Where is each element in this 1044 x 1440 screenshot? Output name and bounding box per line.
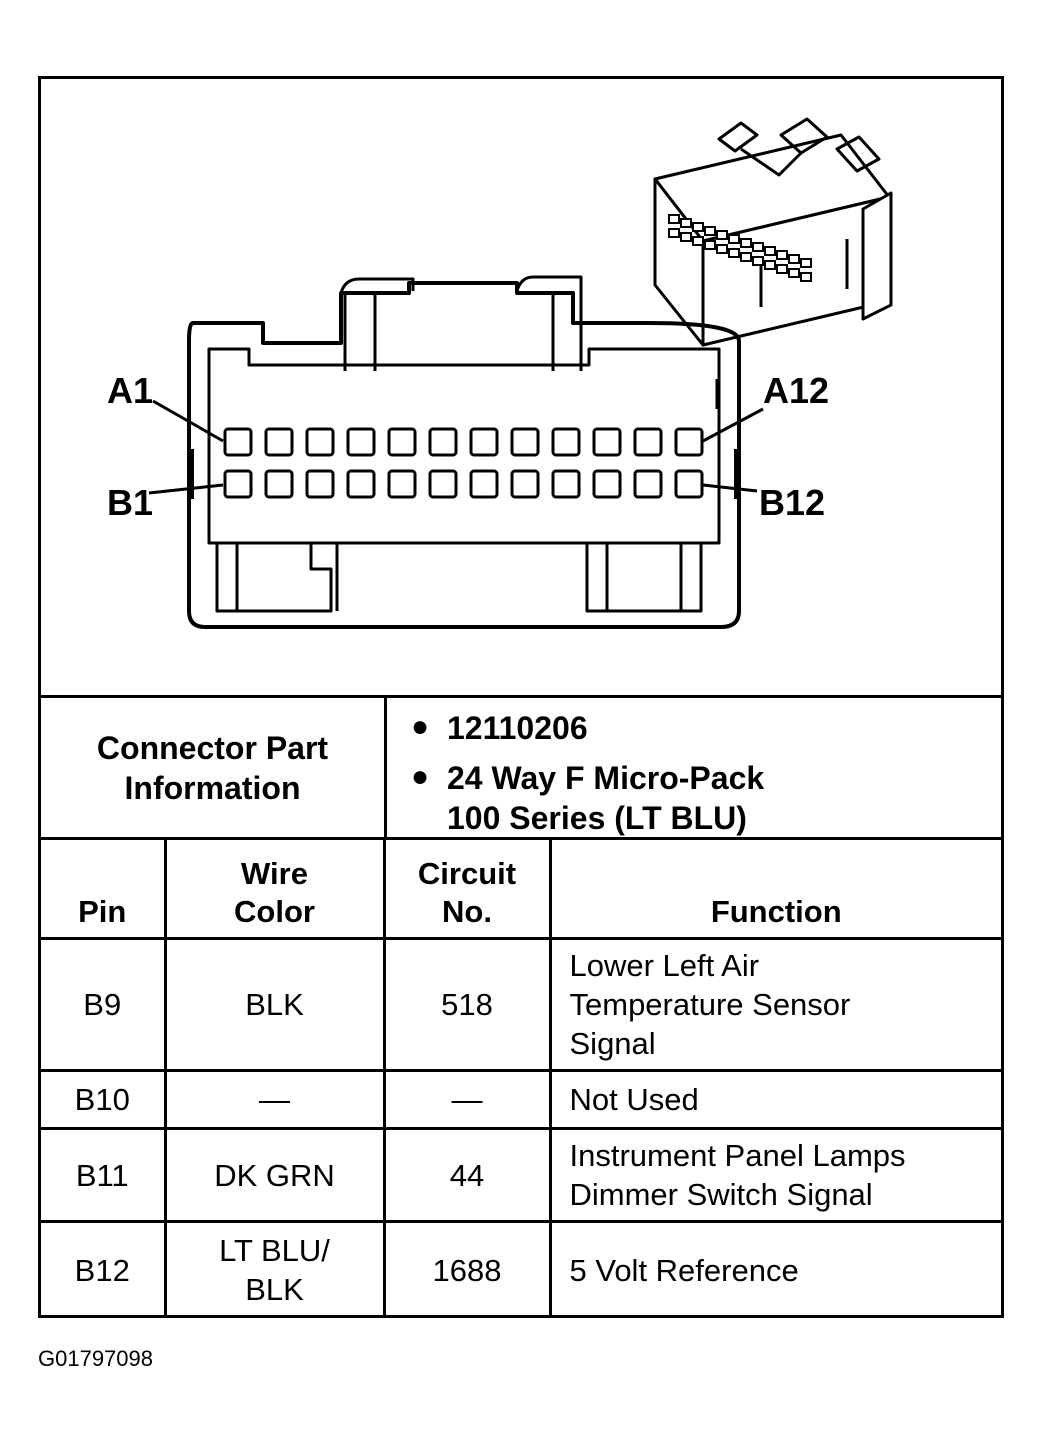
pin-table: Pin Wire Color Circuit No. Function B9 B… xyxy=(41,840,1001,1318)
part-number: 12110206 xyxy=(447,710,588,746)
wire-color-cell: LT BLU/ BLK xyxy=(163,1220,386,1318)
pin-leader-lines xyxy=(148,399,764,495)
pin-cavities-row-a xyxy=(223,427,704,457)
function-cell: Lower Left Air Temperature Sensor Signal xyxy=(548,937,1001,1072)
pin-label-b12: B12 xyxy=(759,482,826,523)
wire-color-cell: DK GRN xyxy=(163,1127,386,1223)
connector-face xyxy=(187,275,741,629)
diagram-frame: A1 A12 B1 B12 Connector Part Information… xyxy=(38,76,1004,1318)
header-wire-color: Wire Color xyxy=(163,840,386,940)
description-line: ● 24 Way F Micro-Pack xyxy=(411,760,765,797)
pin-label-a12: A12 xyxy=(763,370,830,411)
figure-id: G01797098 xyxy=(38,1346,153,1371)
pin-cell: B9 xyxy=(41,937,167,1072)
table-row: B9 BLK 518 Lower Left Air Temperature Se… xyxy=(41,937,1001,1072)
description-line1: 24 Way F Micro-Pack xyxy=(447,760,765,796)
pin-table-header: Pin Wire Color Circuit No. Function xyxy=(41,840,1001,940)
pin-cell: B12 xyxy=(41,1220,167,1318)
bullet-icon: ● xyxy=(411,710,430,743)
header-function: Function xyxy=(548,840,1001,940)
function-cell: 5 Volt Reference xyxy=(548,1220,1001,1318)
info-label-line1: Connector Part xyxy=(96,729,329,766)
description-line2: 100 Series (LT BLU) xyxy=(447,800,747,836)
header-circuit-no: Circuit No. xyxy=(382,840,552,940)
pin-cavities-row-b xyxy=(223,469,704,499)
wire-color-cell: — xyxy=(163,1069,386,1130)
circuit-cell: 1688 xyxy=(382,1220,552,1318)
connector-part-info-label: Connector Part Information xyxy=(41,698,387,837)
bullet-icon: ● xyxy=(411,760,430,793)
connector-illustration xyxy=(148,117,893,629)
connector-diagram: A1 A12 B1 B12 xyxy=(41,79,1001,695)
function-cell: Instrument Panel Lamps Dimmer Switch Sig… xyxy=(548,1127,1001,1223)
wire-color-cell: BLK xyxy=(163,937,386,1072)
pin-cell: B10 xyxy=(41,1069,167,1130)
circuit-cell: 518 xyxy=(382,937,552,1072)
table-row: B11 DK GRN 44 Instrument Panel Lamps Dim… xyxy=(41,1127,1001,1223)
description-line-2: 100 Series (LT BLU) xyxy=(447,800,747,837)
pin-cell: B11 xyxy=(41,1127,167,1223)
function-cell: Not Used xyxy=(548,1069,1001,1130)
pin-label-b1: B1 xyxy=(107,482,154,523)
circuit-cell: 44 xyxy=(382,1127,552,1223)
table-row: B12 LT BLU/ BLK 1688 5 Volt Reference xyxy=(41,1220,1001,1318)
header-pin: Pin xyxy=(41,840,167,940)
part-number-line: ● 12110206 xyxy=(411,710,588,747)
pin-label-a1: A1 xyxy=(107,370,154,411)
circuit-cell: — xyxy=(382,1069,552,1130)
connector-part-info-row: Connector Part Information ● 12110206 ● … xyxy=(41,695,1001,840)
table-row: B10 — — Not Used xyxy=(41,1069,1001,1130)
connector-part-info-values: ● 12110206 ● 24 Way F Micro-Pack 100 Ser… xyxy=(387,698,1001,837)
info-label-line2: Information xyxy=(124,769,301,806)
connector-3d-pins xyxy=(668,214,812,282)
